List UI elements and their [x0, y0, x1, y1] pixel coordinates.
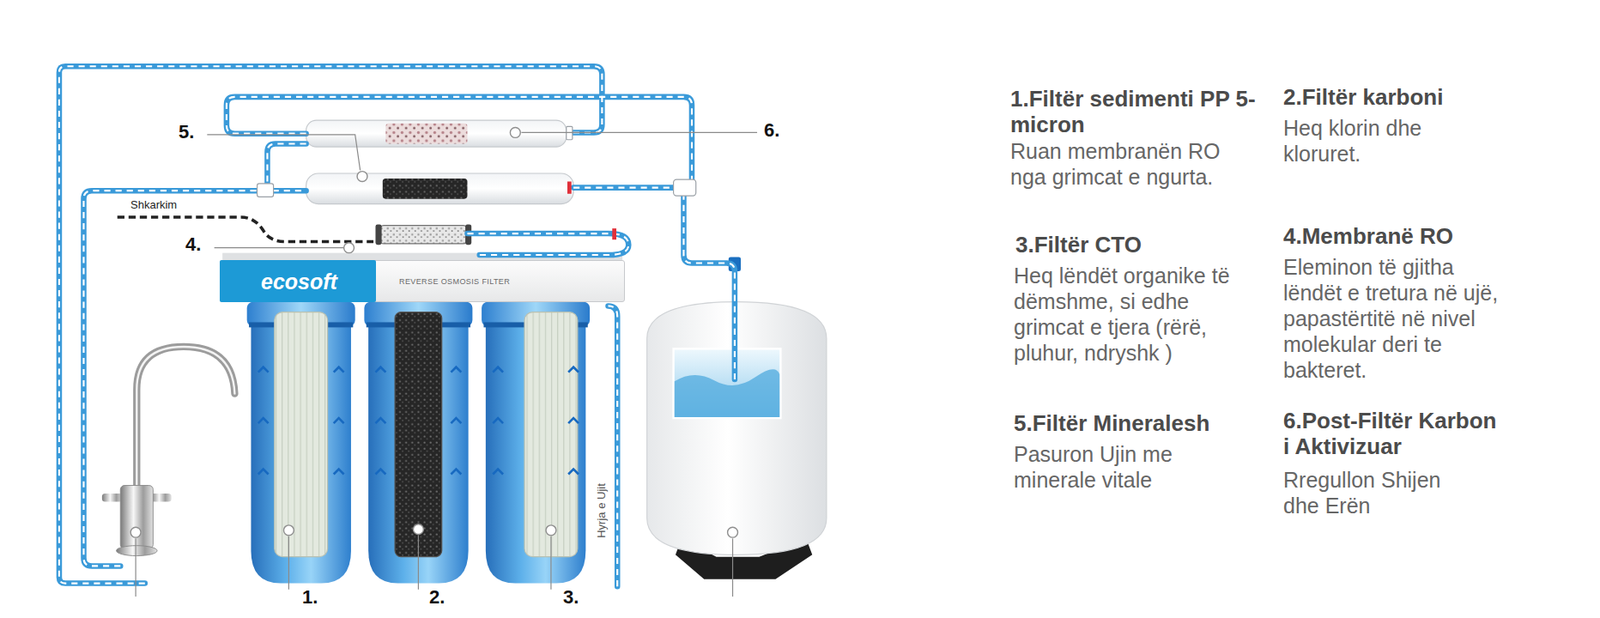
callout-dots [130, 127, 738, 539]
flow-arrows [258, 367, 579, 475]
leader-lines [135, 132, 758, 597]
item-heading: 4.Membranë RO [1283, 223, 1567, 249]
fitting-ring [612, 228, 617, 240]
item-heading: 2.Filtër karboni [1283, 84, 1567, 110]
sediment-cartridge [274, 312, 328, 558]
item-description: Heq lëndët organike të dëmshme, si edhe … [1013, 262, 1248, 366]
post-carbon-cartridge [306, 120, 567, 147]
faucet [102, 346, 236, 557]
product-name: REVERSE OSMOSIS FILTER [399, 277, 510, 286]
membrane-cap [375, 224, 382, 245]
brand-name: ecosoft [260, 268, 338, 294]
item-heading: 6.Post-Filtër Karbon i Aktivizuar [1283, 407, 1507, 460]
item-heading: 5.Filtër Mineralesh [1013, 410, 1272, 437]
water-wave [674, 369, 780, 418]
callout-number: 5. [178, 121, 194, 144]
cto-cartridge [524, 312, 578, 558]
callout-number: 4. [185, 233, 201, 256]
tube-dashes [59, 66, 735, 587]
granule-fill [382, 178, 468, 200]
item-description: Ruan membranën RO nga grimcat e ngurta. [1010, 138, 1244, 190]
item-description: Heq klorin dhe kloruret. [1283, 115, 1455, 167]
canister [481, 302, 590, 584]
item-description: Rregullon Shijen dhe Erën [1283, 466, 1455, 519]
ro-membrane [379, 225, 467, 244]
tank-window [673, 348, 782, 419]
callout-number: 2. [429, 586, 445, 609]
callout-number: 3. [563, 586, 579, 609]
canister [247, 302, 356, 584]
drain-label: Shkarkim [130, 198, 177, 213]
fitting-ring [567, 181, 572, 194]
water-tubes [59, 66, 735, 587]
item-description: Pasuron Ujin me minerale vitale [1013, 441, 1248, 493]
mineral-cartridge [306, 173, 574, 205]
item-heading: 1.Filtër sedimenti PP 5-micron [1010, 85, 1268, 138]
item-description: Eleminon të gjitha lëndët e tretura në u… [1283, 254, 1516, 383]
tee-fitting [257, 183, 274, 197]
granule-fill [385, 123, 467, 145]
carbon-cartridge [394, 312, 443, 558]
drain-line [117, 217, 374, 243]
item-heading: 3.Filtër CTO [1015, 231, 1273, 258]
inlet-label: Hyrja e Ujit [594, 483, 609, 539]
tee-fitting [673, 179, 697, 196]
brand-logo-box: ecosoft [219, 260, 376, 303]
callout-number: 6. [763, 119, 780, 142]
housing-panel: REVERSE OSMOSIS FILTER ecosoft [219, 260, 625, 303]
callout-number: 1. [302, 586, 318, 609]
